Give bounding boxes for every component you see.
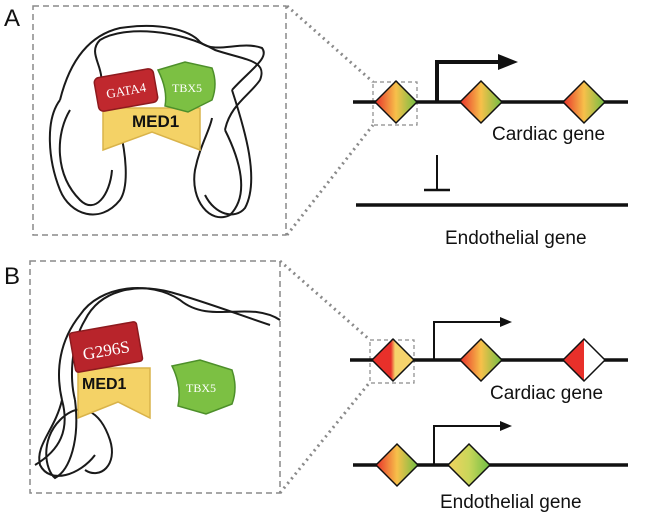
tbx5-label-b: TBX5 (186, 381, 216, 395)
med1-protein (102, 107, 201, 152)
zoom-line-top-b (279, 259, 371, 342)
zoom-line-top-a (286, 4, 374, 84)
panel-a: A MED1 GATA4 TBX5 Cardi (4, 4, 628, 249)
cardiac-gene-label-a: Cardiac gene (492, 124, 605, 145)
med1-protein-b (77, 367, 151, 420)
zoom-box-b (29, 260, 281, 494)
activation-arrowhead-b2 (500, 421, 512, 431)
gata4-label: GATA4 (105, 80, 148, 102)
regulatory-element-b5 (446, 442, 492, 488)
tbx5-protein (156, 61, 216, 113)
panel-label-b: B (4, 263, 20, 290)
zoom-line-bottom-a (285, 124, 375, 236)
regulatory-element-b4 (374, 442, 420, 488)
endothelial-gene-label-b: Endothelial gene (440, 492, 582, 513)
activation-arrowhead-a (498, 54, 518, 70)
dna-strands-b (34, 287, 281, 480)
regulatory-element-b1 (370, 337, 416, 383)
panel-b: B MED1 G296S TBX5 Cardiac gene (4, 259, 628, 513)
med1-label-b: MED1 (82, 376, 127, 393)
activation-arrowhead-b (500, 317, 512, 327)
tbx5-label: TBX5 (172, 81, 202, 95)
panel-label-a: A (4, 5, 20, 32)
endothelial-gene-label-a: Endothelial gene (445, 228, 587, 249)
cardiac-gene-label-b: Cardiac gene (490, 383, 603, 404)
regulatory-element-b2 (458, 337, 504, 383)
med1-label: MED1 (132, 112, 179, 131)
gata4-mutant-protein (68, 321, 144, 373)
activation-arrow-a (435, 60, 500, 102)
gata4-protein (93, 68, 159, 112)
activation-arrow-b (433, 321, 500, 360)
regulatory-element-a1 (373, 79, 419, 125)
zoom-line-bottom-b (278, 381, 372, 494)
tbx5-protein-b (170, 359, 236, 415)
dna-strands-a (48, 25, 265, 219)
regulatory-element-b3 (561, 337, 607, 383)
regulatory-element-a2 (458, 79, 504, 125)
regulatory-element-a3 (561, 79, 607, 125)
activation-arrow-b2 (433, 425, 500, 465)
